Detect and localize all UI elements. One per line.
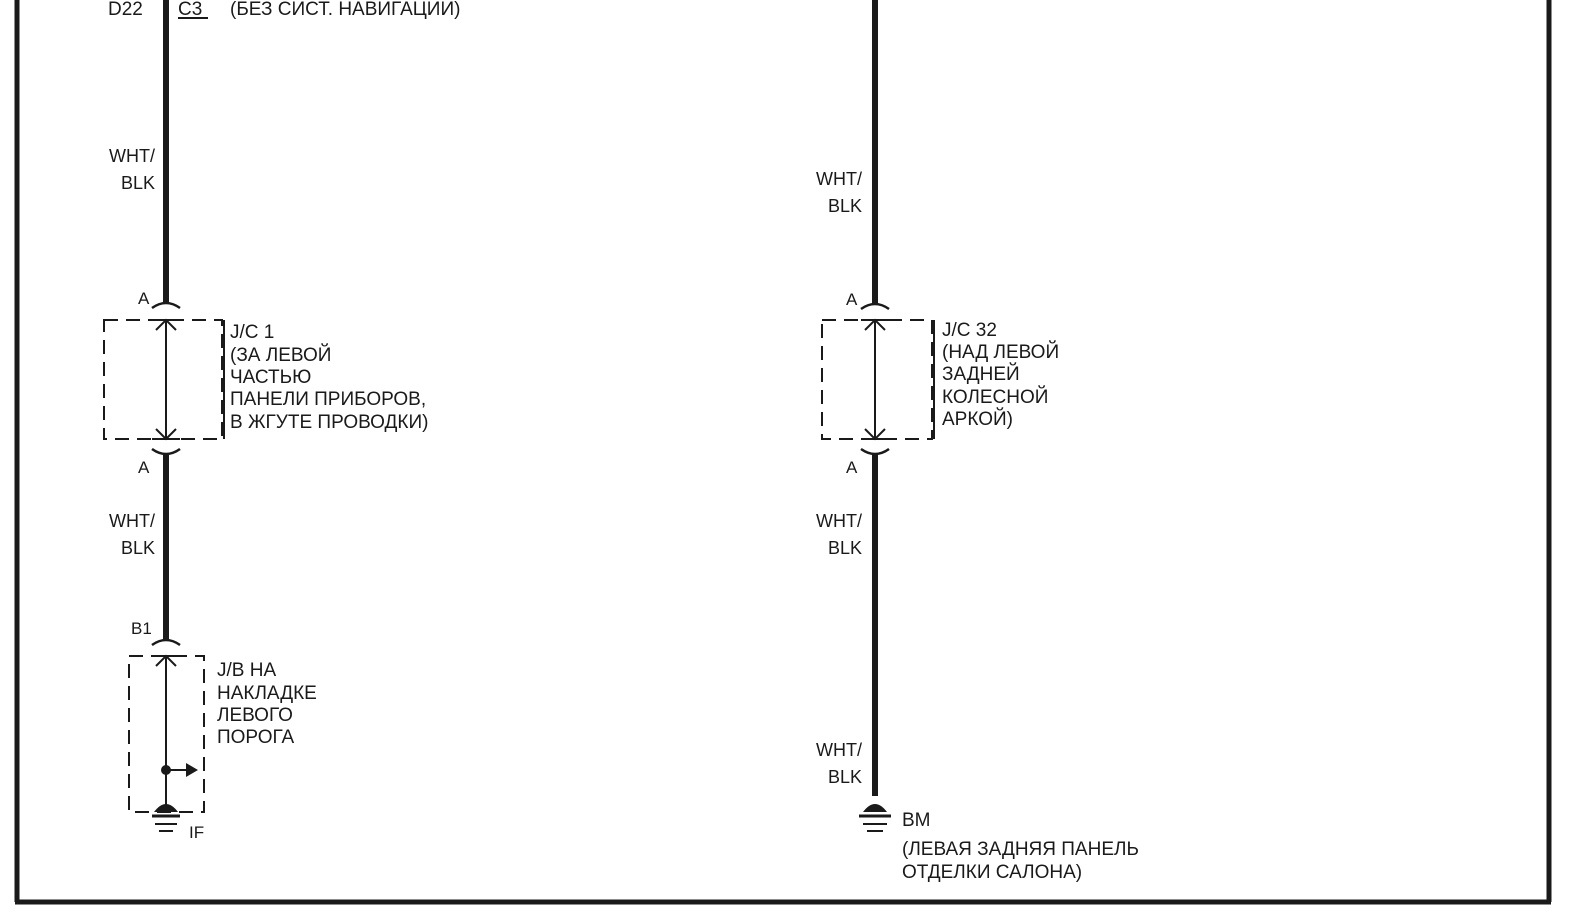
jc32-label-2: (НАД ЛЕВОЙ <box>942 341 1059 363</box>
wire-color-left-lower-1: WHT/ <box>109 511 155 531</box>
jb-label-1: J/B НА <box>217 660 276 681</box>
ground-bm-desc-1: (ЛЕВАЯ ЗАДНЯЯ ПАНЕЛЬ <box>902 839 1139 860</box>
wire-color-right-upper-1: WHT/ <box>816 169 862 189</box>
wire-color-right-middle-1: WHT/ <box>816 511 862 531</box>
ground-if-label: IF <box>189 823 204 842</box>
jc1-label-2: (ЗА ЛЕВОЙ <box>230 344 331 366</box>
ground-bm-icon <box>859 804 891 832</box>
connector-note: (БЕЗ СИСТ. НАВИГАЦИИ) <box>230 0 460 20</box>
right-circuit: WHT/ BLK A A J/C 32 (НАД ЛЕВОЙ ЗАДНЕЙ КО… <box>816 0 1139 883</box>
wire-color-right-lower-1: WHT/ <box>816 740 862 760</box>
wire-color-left-upper-2: BLK <box>121 173 155 193</box>
jc32-arrow-bottom <box>864 428 886 441</box>
jc32-label-5: АРКОЙ) <box>942 408 1013 430</box>
jb-connector-top <box>151 638 181 647</box>
jc1-pin-bottom: A <box>138 458 150 477</box>
jc32-box <box>821 319 933 440</box>
jc1-connector-bottom <box>151 447 181 456</box>
jc1-box <box>103 319 223 440</box>
jb-pin-top: B1 <box>131 619 152 638</box>
connector-pin-d22: D22 <box>108 0 143 20</box>
jb-arrow-top <box>155 654 177 667</box>
wire-color-right-middle-2: BLK <box>828 538 862 558</box>
jc32-label-4: КОЛЕСНОЙ <box>942 386 1048 408</box>
jb-label-4: ПОРОГА <box>217 727 294 748</box>
wire-color-left-upper-1: WHT/ <box>109 146 155 166</box>
ground-bm-desc-2: ОТДЕЛКИ САЛОНА) <box>902 862 1082 883</box>
ground-bm-label: BM <box>902 810 931 831</box>
ground-if-icon <box>152 804 180 832</box>
jb-branch-arrow <box>186 763 198 777</box>
jc32-connector-top <box>860 302 890 311</box>
jc32-arrow-top <box>864 318 886 331</box>
connector-id-c3: C3 <box>178 0 202 20</box>
jc32-pin-top: A <box>846 290 858 309</box>
wire-color-right-lower-2: BLK <box>828 767 862 787</box>
jc1-pin-top: A <box>138 289 150 308</box>
jc32-label-1: J/C 32 <box>942 320 997 341</box>
wire-color-right-upper-2: BLK <box>828 196 862 216</box>
jc1-label-1: J/C 1 <box>230 322 274 343</box>
left-circuit: D22 C3 (БЕЗ СИСТ. НАВИГАЦИИ) WHT/ BLK A … <box>103 0 460 842</box>
jc32-connector-bottom <box>860 447 890 456</box>
jb-label-3: ЛЕВОГО <box>217 705 293 726</box>
jc1-connector-top <box>151 301 181 310</box>
jc1-label-3: ЧАСТЬЮ <box>230 367 311 388</box>
wire-color-left-lower-2: BLK <box>121 538 155 558</box>
diagram-frame <box>14 0 1552 905</box>
jc1-label-5: В ЖГУТЕ ПРОВОДКИ) <box>230 412 428 433</box>
jc1-label-4: ПАНЕЛИ ПРИБОРОВ, <box>230 389 426 410</box>
jc32-label-3: ЗАДНЕЙ <box>942 363 1020 385</box>
jc32-pin-bottom: A <box>846 458 858 477</box>
jb-label-2: НАКЛАДКЕ <box>217 683 317 704</box>
